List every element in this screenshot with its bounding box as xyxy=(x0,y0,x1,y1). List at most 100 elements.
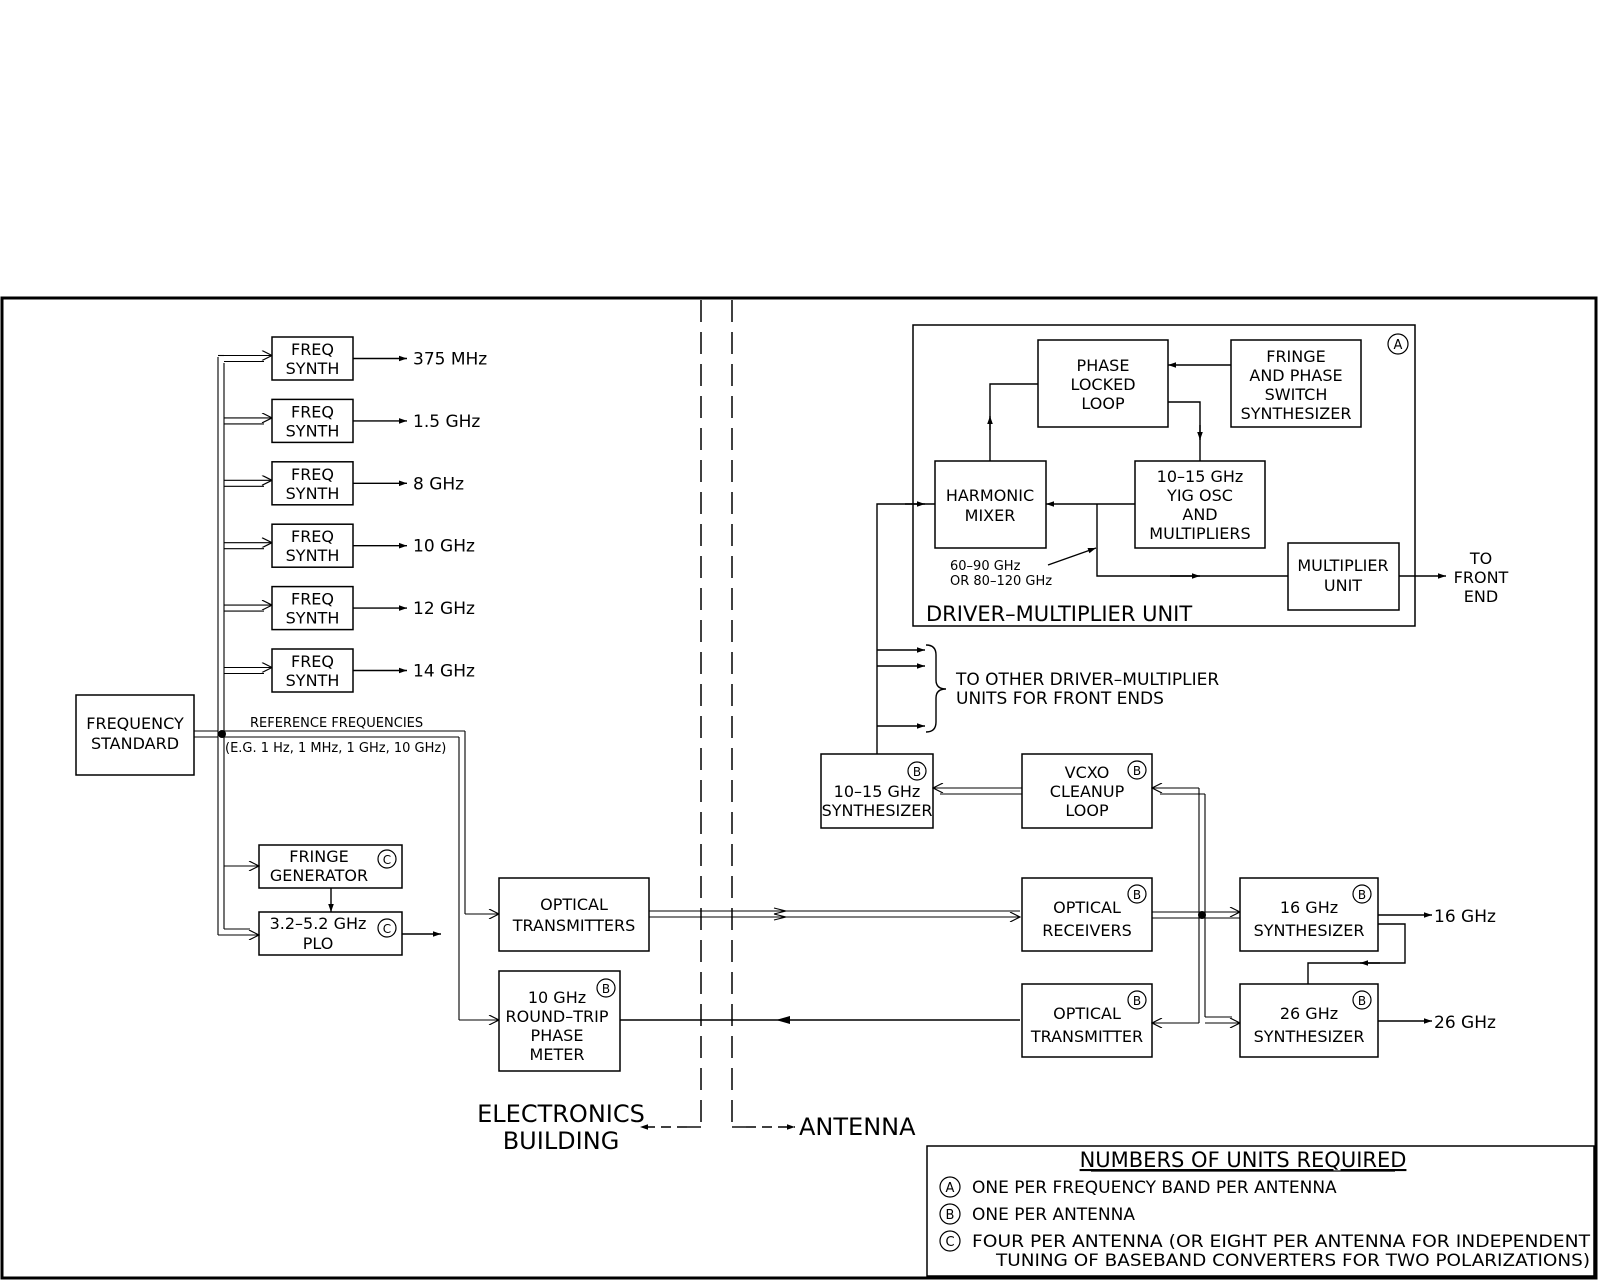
to-front-end-line1: TO xyxy=(1469,549,1492,568)
optical-transmitters-block: OPTICAL TRANSMITTERS xyxy=(498,877,650,952)
legend-c-text-line2: TUNING OF BASEBAND CONVERTERS FOR TWO PO… xyxy=(995,1251,1590,1271)
vcxo-cleanup-loop-block: VCXO CLEANUP LOOP B xyxy=(1021,753,1153,829)
marker-c-plo: C xyxy=(383,922,391,936)
optical-receivers-block: OPTICAL RECEIVERS B xyxy=(1021,877,1153,952)
marker-b-synth-10-15: B xyxy=(913,765,921,779)
yig-oscillator-block: 10–15 GHz YIG OSC AND MULTIPLIERS xyxy=(1134,460,1266,549)
marker-b-synth-26: B xyxy=(1358,994,1366,1008)
to-other-units-line1: TO OTHER DRIVER–MULTIPLIER xyxy=(955,670,1219,690)
antenna-label: ANTENNA xyxy=(799,1113,916,1141)
synth-16-line1: 16 GHz xyxy=(1280,898,1338,917)
antenna-distribution-bus xyxy=(1152,788,1240,1023)
freq-synth-line1: FREQ xyxy=(291,527,334,546)
synth-10-15-line1: 10–15 GHz xyxy=(834,782,921,801)
round-trip-line3: PHASE xyxy=(531,1026,584,1045)
harmonic-mixer-line1: HARMONIC xyxy=(946,486,1034,505)
synth-10-15-line2: SYNTHESIZER xyxy=(822,801,933,820)
round-trip-line1: 10 GHz xyxy=(528,988,586,1007)
freq-synth-line2: SYNTH xyxy=(286,546,340,565)
frequency-standard-line2: STANDARD xyxy=(91,734,179,753)
vcxo-line3: LOOP xyxy=(1065,801,1109,820)
multiplier-unit-line1: MULTIPLIER xyxy=(1297,556,1388,575)
marker-c-fringe: C xyxy=(383,853,391,867)
freq-synth-line2: SYNTH xyxy=(286,671,340,690)
freq-synth-line2: SYNTH xyxy=(286,609,340,628)
freq-synth-line1: FREQ xyxy=(291,652,334,671)
output-16ghz-label: 16 GHz xyxy=(1434,907,1496,927)
synthesizer-10-15-block: 10–15 GHz SYNTHESIZER B xyxy=(820,753,934,829)
multiplier-unit-block: MULTIPLIER UNIT xyxy=(1287,542,1400,611)
synth-26-line1: 26 GHz xyxy=(1280,1004,1338,1023)
plo-line2: PLO xyxy=(303,934,334,953)
optical-receivers-line1: OPTICAL xyxy=(1053,898,1121,917)
synthesizer-26-block: 26 GHz SYNTHESIZER B xyxy=(1239,983,1379,1058)
yig-line3: AND xyxy=(1182,505,1217,524)
to-other-units-line2: UNITS FOR FRONT ENDS xyxy=(956,689,1164,709)
fringe-generator-line1: FRINGE xyxy=(289,847,349,866)
legend-a-text: ONE PER FREQUENCY BAND PER ANTENNA xyxy=(972,1178,1337,1198)
electronics-building-line2: BUILDING xyxy=(503,1127,620,1155)
legend-b-text: ONE PER ANTENNA xyxy=(972,1205,1135,1225)
synth-16-line2: SYNTHESIZER xyxy=(1254,921,1365,940)
freq-synth-line2: SYNTH xyxy=(286,359,340,378)
vcxo-line1: VCXO xyxy=(1065,763,1110,782)
freq-synth-output-label: 375 MHz xyxy=(413,350,487,370)
mixer-range-line1: 60–90 GHz xyxy=(950,559,1021,574)
driver-multiplier-unit-label: DRIVER–MULTIPLIER UNIT xyxy=(926,602,1192,626)
pll-line3: LOOP xyxy=(1081,394,1125,413)
fringe-generator-line2: GENERATOR xyxy=(270,866,368,885)
plo-line1: 3.2–5.2 GHz xyxy=(270,914,367,933)
pll-line1: PHASE xyxy=(1077,356,1130,375)
marker-a-dmu: A xyxy=(1394,338,1403,353)
optical-receivers-line2: RECEIVERS xyxy=(1042,921,1132,940)
freq-synth-output-label: 10 GHz xyxy=(413,537,475,557)
drawing-frame xyxy=(0,296,1598,1280)
fringe-phase-line4: SYNTHESIZER xyxy=(1241,404,1352,423)
fanout-arrows xyxy=(877,647,925,729)
legend-marker-a: A xyxy=(946,1181,955,1196)
harmonic-mixer-line2: MIXER xyxy=(965,506,1016,525)
fringe-phase-line2: AND PHASE xyxy=(1249,366,1342,385)
driver-multiplier-unit-box xyxy=(912,324,1416,627)
freq-synth-output-label: 1.5 GHz xyxy=(413,412,480,432)
electronics-building-line1: ELECTRONICS xyxy=(477,1100,645,1128)
pll-line2: LOCKED xyxy=(1070,375,1135,394)
mixer-range-line2: OR 80–120 GHz xyxy=(950,574,1052,589)
freq-synth-line1: FREQ xyxy=(291,340,334,359)
freq-synth-line1: FREQ xyxy=(291,465,334,484)
freq-synth-output-label: 12 GHz xyxy=(413,599,475,619)
optical-transmitter-block: OPTICAL TRANSMITTER B xyxy=(1021,983,1153,1058)
freq-synth-output-label: 8 GHz xyxy=(413,474,464,494)
optical-transmitters-line1: OPTICAL xyxy=(540,895,608,914)
legend-marker-c: C xyxy=(945,1235,954,1250)
frequency-standard-block: FREQUENCY STANDARD xyxy=(75,694,195,776)
freq-synth-output-label: 14 GHz xyxy=(413,662,475,682)
freq-synth-line2: SYNTH xyxy=(286,421,340,440)
output-26ghz-label: 26 GHz xyxy=(1434,1013,1496,1033)
round-trip-line4: METER xyxy=(530,1045,585,1064)
multiplier-unit-line2: UNIT xyxy=(1324,576,1362,595)
legend-c-text-line1: FOUR PER ANTENNA (OR EIGHT PER ANTENNA F… xyxy=(972,1232,1591,1252)
marker-b-receivers: B xyxy=(1133,888,1141,902)
reference-examples-label: (E.G. 1 Hz, 1 MHz, 1 GHz, 10 GHz) xyxy=(225,741,446,756)
optical-fiber-link xyxy=(649,907,1020,920)
marker-b-synth-16: B xyxy=(1358,888,1366,902)
reference-bus xyxy=(194,357,466,1020)
freq-synth-line1: FREQ xyxy=(291,590,334,609)
frequency-standard-line1: FREQUENCY xyxy=(86,714,184,733)
freq-synth-line2: SYNTH xyxy=(286,484,340,503)
optical-transmitters-line2: TRANSMITTERS xyxy=(512,916,635,935)
harmonic-mixer-block: HARMONIC MIXER xyxy=(934,460,1047,549)
yig-line1: 10–15 GHz xyxy=(1157,467,1244,486)
freq-synth-line1: FREQ xyxy=(291,402,334,421)
reference-frequencies-label: REFERENCE FREQUENCIES xyxy=(250,716,423,731)
fringe-generator-block: FRINGE GENERATOR C xyxy=(258,844,403,889)
round-trip-phase-meter-block: 10 GHz ROUND–TRIP PHASE METER B xyxy=(498,970,621,1072)
synthesizer-16-block: 16 GHz SYNTHESIZER B xyxy=(1239,877,1379,952)
plo-block: 3.2–5.2 GHz PLO C xyxy=(258,911,403,956)
